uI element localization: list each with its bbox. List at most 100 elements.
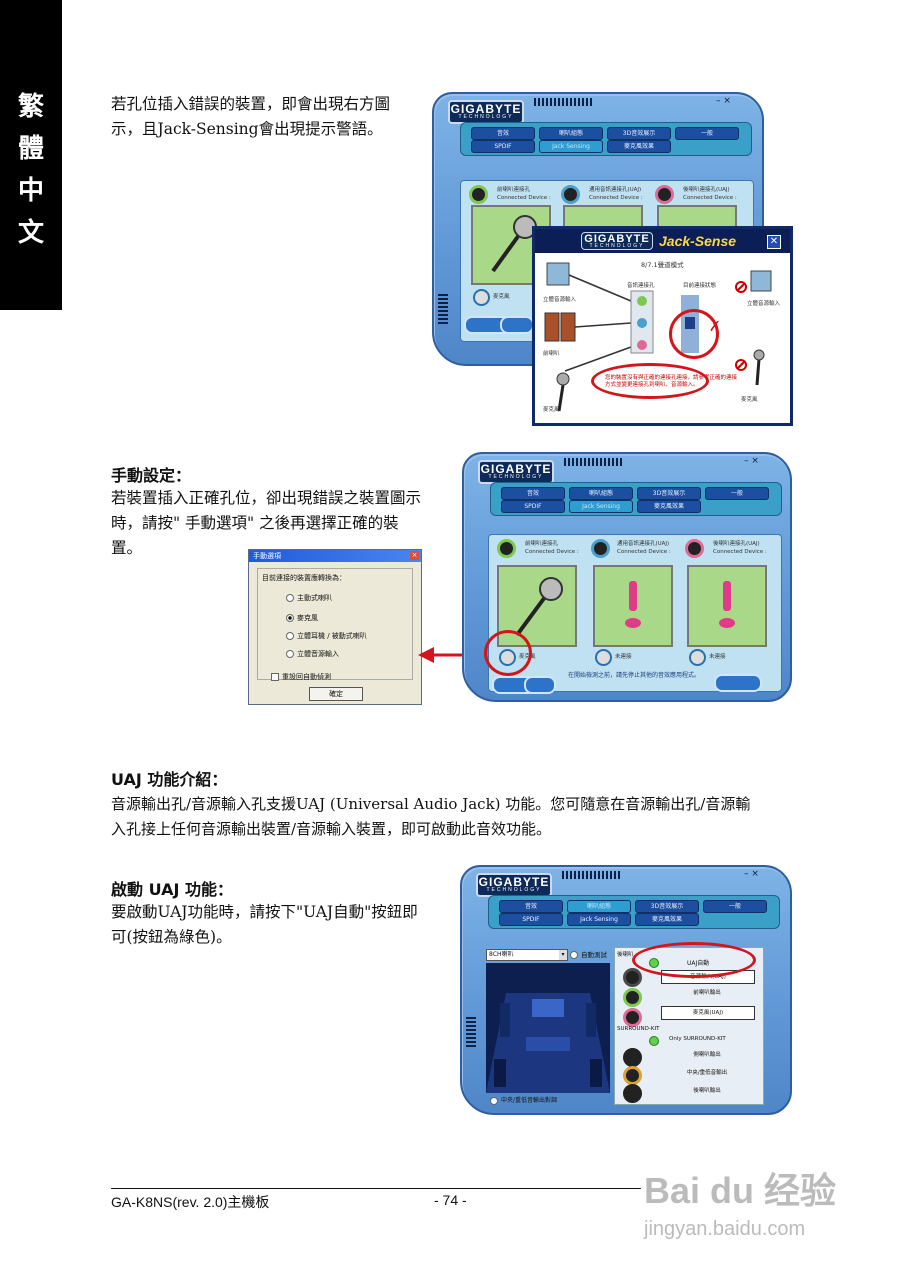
device-display (593, 565, 673, 647)
jack-highlight-ring (669, 309, 719, 359)
page-number: - 74 - (434, 1192, 467, 1208)
tab-jack-sensing[interactable]: Jack Sensing (569, 500, 633, 513)
jack-label: 通用音訊連接孔(UAJ) (589, 187, 642, 193)
chevron-down-icon: ▾ (559, 950, 567, 960)
tab-bar: 音效 喇叭組態 3D音效展示 一般 SPDIF Jack Sensing 麥克風… (460, 122, 752, 156)
group-label: 後喇叭 (617, 952, 634, 958)
tab-speaker[interactable]: 喇叭組態 (569, 487, 633, 500)
pill-button[interactable] (714, 674, 762, 692)
tab-general[interactable]: 一般 (703, 900, 767, 913)
tab-speaker[interactable]: 喇叭組態 (567, 900, 631, 913)
section1-line: 示，且Jack-Sensing會出現提示警語。 (111, 120, 383, 138)
section3-line: 音源輸出孔/音源輸入孔支援UAJ (Universal Audio Jack) … (111, 795, 751, 813)
tab-spdif[interactable]: SPDIF (471, 140, 535, 153)
ok-button[interactable]: 確定 (309, 687, 363, 701)
tab-speaker[interactable]: 喇叭組態 (539, 127, 603, 140)
device-button[interactable] (595, 649, 612, 666)
uaj-button-highlight-ring (632, 942, 756, 978)
section1-line: 若孔位插入錯誤的裝置，即會出現右方圖 (111, 95, 391, 113)
section3-line: 入孔接上任何音源輸出裝置/音源輸入裝置，即可啟動此音效功能。 (111, 820, 552, 838)
jack-icon (623, 1084, 642, 1103)
tab-sound[interactable]: 音效 (499, 900, 563, 913)
reset-auto-checkbox[interactable]: 重設回自動偵測 (271, 672, 331, 682)
device-button[interactable] (689, 649, 706, 666)
tab-mic-effect[interactable]: 麥克風效果 (635, 913, 699, 926)
pill-button[interactable] (500, 316, 534, 334)
pill-button[interactable] (524, 676, 556, 694)
connected-device-label: Connected Device : (683, 195, 737, 201)
tab-jack-sensing[interactable]: Jack Sensing (567, 913, 631, 926)
window-controls[interactable]: – × (716, 96, 731, 106)
connected-device-label: Connected Device : (617, 549, 671, 555)
status-note: 在開始檢測之前，請先停止其他的音效應用程式。 (568, 672, 701, 679)
surround-only-toggle[interactable]: Only SURROUND-KIT (669, 1036, 726, 1042)
room-preview (486, 963, 610, 1093)
option-stereo-input[interactable]: 立體音源輸入 (286, 649, 339, 659)
window-controls[interactable]: – × (744, 869, 759, 879)
tab-3d[interactable]: 3D音效展示 (607, 127, 671, 140)
tab-spdif[interactable]: SPDIF (499, 913, 563, 926)
manual-setting-heading: 手動設定： (111, 466, 192, 485)
tab-mic-effect[interactable]: 麥克風效果 (637, 500, 701, 513)
center-swap-radio[interactable]: 中央/重低音輸出對調 (490, 1095, 557, 1105)
manual-options-dialog: 手動選項 × 目前連接的裝置應轉換為： 主動式喇叭 麥克風 立體耳機 / 被動式… (248, 549, 422, 705)
drag-grip[interactable] (534, 98, 592, 106)
option-headphone[interactable]: 立體耳機 / 被動式喇叭 (286, 631, 367, 641)
column-label: 目前連接狀態 (683, 283, 717, 289)
uaj-intro-heading: UAJ 功能介紹： (111, 770, 228, 789)
jack-icon (623, 1008, 642, 1027)
rear-jack-icon (685, 539, 704, 558)
device-button-highlight-ring (484, 630, 532, 676)
jack-label: 後喇叭連接孔(UAJ) (683, 187, 730, 193)
tab-sound[interactable]: 音效 (501, 487, 565, 500)
footer-rule (111, 1188, 641, 1189)
window-controls[interactable]: – × (744, 456, 759, 466)
section2-line: 時，請按" 手動選項" 之後再選擇正確的裝 (111, 514, 399, 532)
uaj-row[interactable]: 麥克風(UAJ) (661, 1006, 755, 1020)
tab-3d[interactable]: 3D音效展示 (637, 487, 701, 500)
close-icon[interactable]: ✕ (767, 235, 781, 249)
side-tab-char: 中 (17, 176, 44, 206)
microphone-icon (491, 215, 537, 273)
close-icon[interactable]: × (410, 551, 419, 560)
option-active-speaker[interactable]: 主動式喇叭 (286, 593, 332, 603)
dialog-title: 手動選項 × (249, 550, 421, 562)
exclamation-icon (719, 581, 735, 628)
speaker-select[interactable]: 8CH喇叭▾ (486, 949, 568, 961)
footer-model: GA-K8NS(rev. 2.0)主機板 (111, 1194, 270, 1210)
jack-icon (623, 1048, 642, 1067)
uaj-row: 前喇叭輸出 (693, 990, 721, 996)
front-jack-icon (469, 185, 488, 204)
side-grip (466, 1017, 476, 1047)
uaj-row: 中央/重低音輸出 (686, 1070, 728, 1076)
section3-text: 音源輸出孔/音源輸入孔支援UAJ (Universal Audio Jack) … (111, 792, 811, 842)
drag-grip[interactable] (564, 458, 622, 466)
drag-grip[interactable] (562, 871, 620, 879)
section4-text: 要啟動UAJ功能時，請按下"UAJ自動"按鈕即 可(按鈕為綠色)。 (111, 900, 451, 950)
device-button[interactable] (473, 289, 490, 306)
tab-jack-sensing[interactable]: Jack Sensing (539, 140, 603, 153)
side-tab-char: 繁 (17, 92, 44, 122)
tab-general[interactable]: 一般 (705, 487, 769, 500)
side-grip (438, 294, 448, 324)
surround-led (649, 1036, 659, 1046)
section2-text: 若裝置插入正確孔位，卻出現錯誤之裝置圖示 時，請按" 手動選項" 之後再選擇正確… (111, 486, 451, 561)
watermark-brand: Bai du 经验 (644, 1170, 837, 1211)
mic-label: 麥克風 (493, 294, 510, 300)
tab-spdif[interactable]: SPDIF (501, 500, 565, 513)
uaj-jack-icon (591, 539, 610, 558)
auto-test-toggle[interactable]: 自動測試 (570, 949, 607, 959)
tab-mic-effect[interactable]: 麥克風效果 (607, 140, 671, 153)
option-microphone[interactable]: 麥克風 (286, 613, 318, 623)
tab-bar: 音效 喇叭組態 3D音效展示 一般 SPDIF Jack Sensing 麥克風… (488, 895, 780, 929)
tab-3d[interactable]: 3D音效展示 (635, 900, 699, 913)
unplugged-label: 未連接 (709, 654, 726, 660)
tab-general[interactable]: 一般 (675, 127, 739, 140)
uaj-row: 後喇叭輸出 (693, 1088, 721, 1094)
tab-sound[interactable]: 音效 (471, 127, 535, 140)
